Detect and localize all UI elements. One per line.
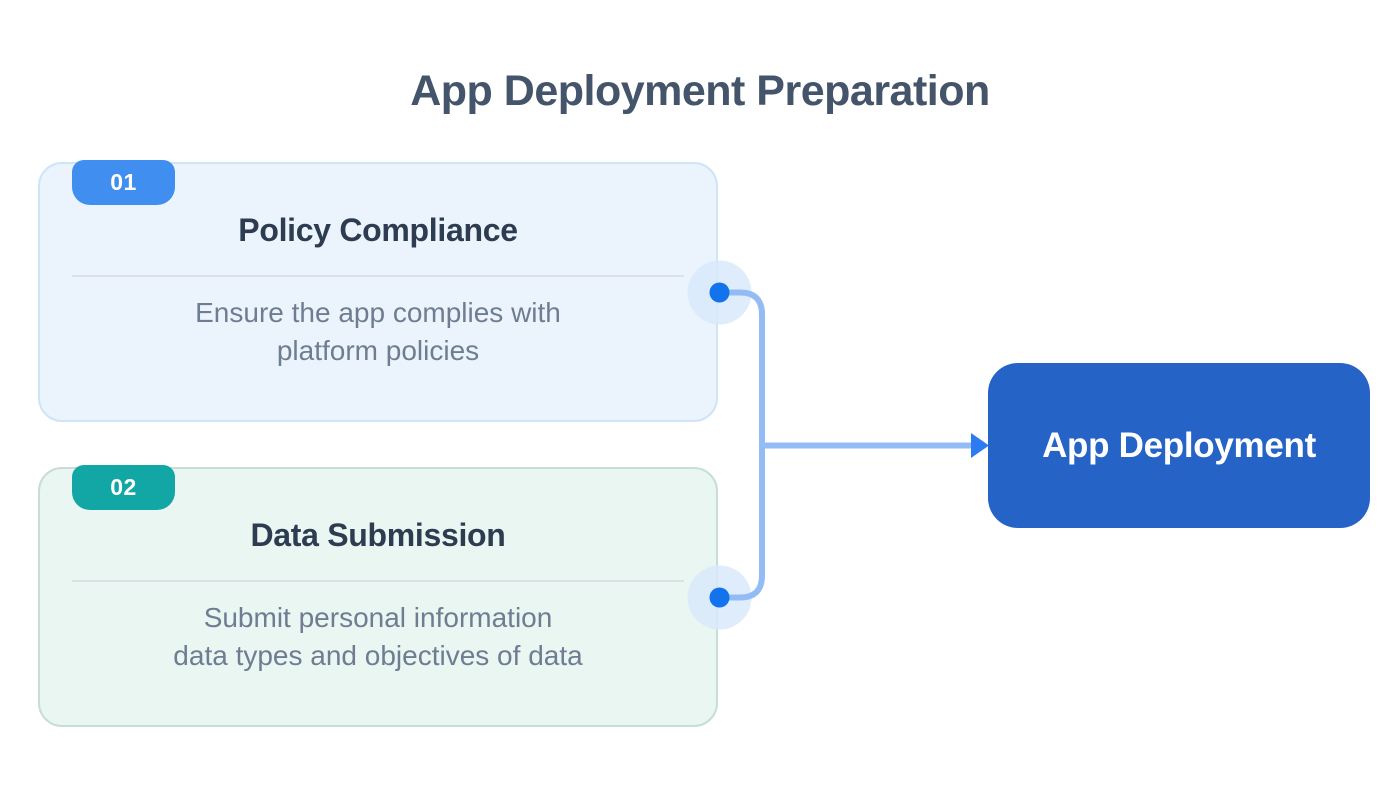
description-line: Submit personal information xyxy=(203,602,553,633)
connector-bracket-path xyxy=(719,289,765,601)
arrowhead-icon xyxy=(971,433,989,458)
description-line: platform policies xyxy=(276,335,480,366)
card-title: Policy Compliance xyxy=(238,212,518,248)
app-deployment-node: App Deployment xyxy=(988,363,1370,528)
description-line: Ensure the app complies with xyxy=(195,297,561,328)
page-title: App Deployment Preparation xyxy=(410,67,990,115)
card-description: Submit personal information data types a… xyxy=(60,599,696,675)
description-line: data types and objectives of data xyxy=(173,640,583,671)
divider xyxy=(72,275,684,277)
card-data-submission: 02 Data Submission Submit personal infor… xyxy=(38,465,718,727)
divider xyxy=(72,580,684,582)
step-number: 01 xyxy=(110,169,137,195)
result-node-label: App Deployment xyxy=(1042,425,1316,465)
card-title: Data Submission xyxy=(250,517,506,553)
card-policy-compliance: 01 Policy Compliance Ensure the app comp… xyxy=(38,160,718,422)
step-badge-02: 02 xyxy=(72,465,175,510)
card-description: Ensure the app complies with platform po… xyxy=(60,294,696,370)
step-badge-01: 01 xyxy=(72,160,175,205)
step-number: 02 xyxy=(110,474,137,500)
